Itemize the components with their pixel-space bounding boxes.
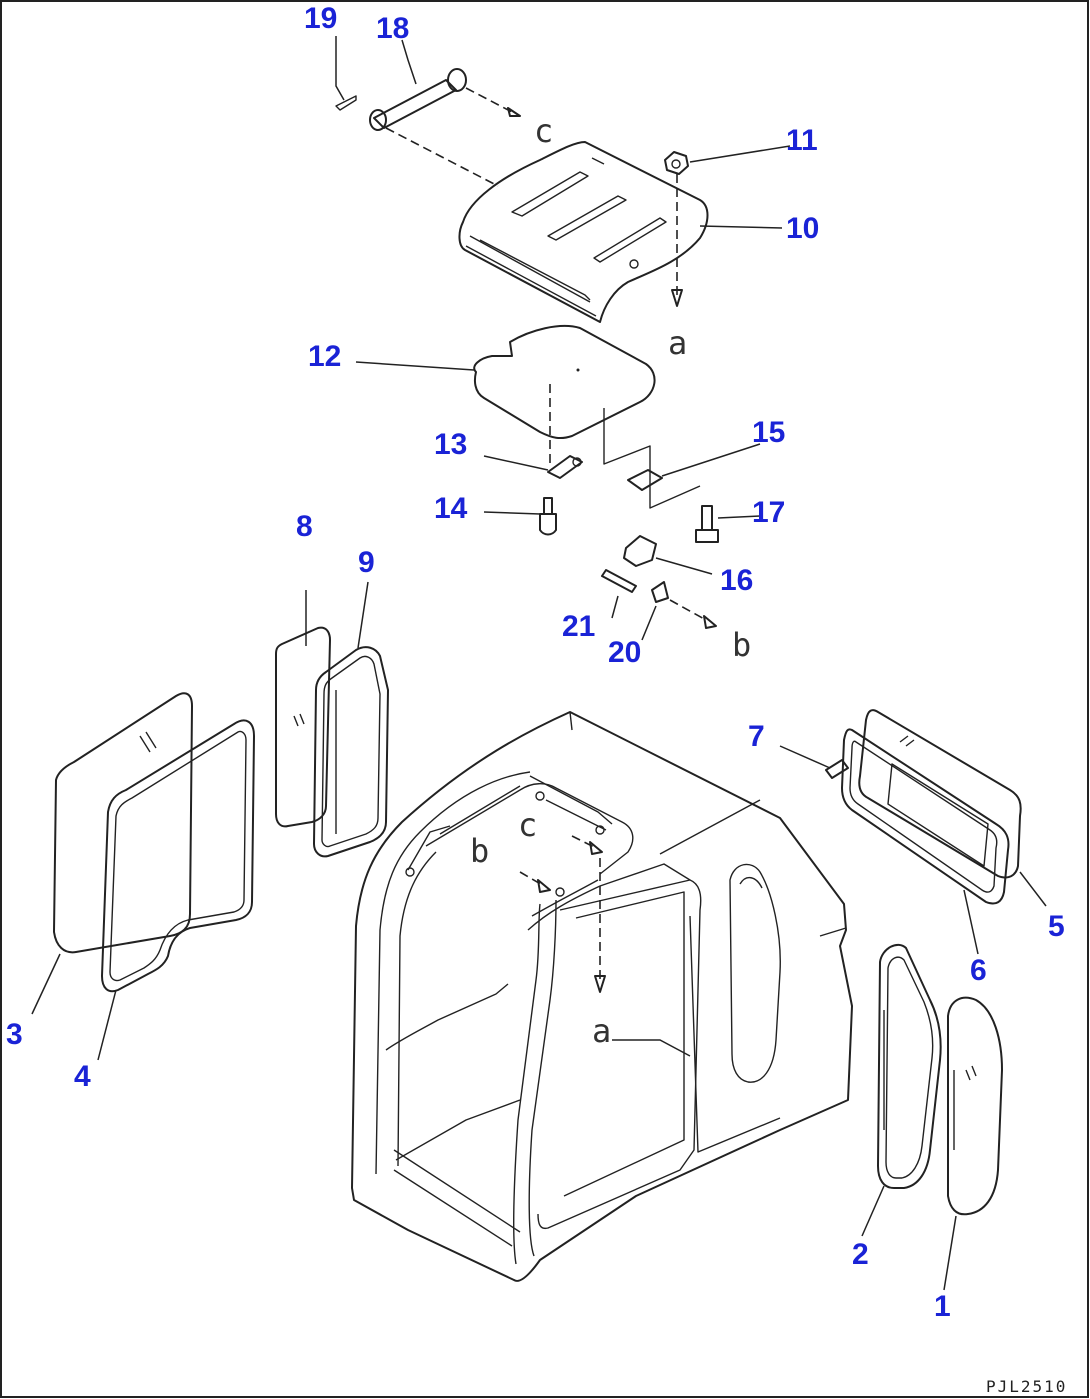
part-label-14: 14 (434, 492, 468, 525)
panel-12 (473, 324, 656, 440)
part-label-10: 10 (786, 212, 819, 245)
part-label-19: 19 (304, 2, 337, 35)
part-label-18: 18 (376, 12, 409, 45)
part-label-11: 11 (786, 124, 818, 157)
part-label-1: 1 (934, 1290, 951, 1323)
part-label-7: 7 (748, 720, 765, 753)
window-seal-2 (877, 943, 942, 1189)
ref-letter-c-cab: c (518, 806, 537, 844)
latch-13 (547, 455, 583, 479)
window-seal-9 (313, 646, 389, 858)
part-label-16: 16 (720, 564, 753, 597)
part-label-21: 21 (562, 610, 595, 643)
part-label-15: 15 (752, 416, 785, 449)
part-label-9: 9 (358, 546, 375, 579)
drawing-code: PJL2510 (986, 1377, 1067, 1396)
ref-letter-c-top: c (534, 112, 553, 150)
ref-letter-b-side: b (732, 626, 751, 664)
window-glass-1 (947, 996, 1003, 1216)
ref-letter-b-cab: b (470, 832, 489, 870)
part-label-4: 4 (74, 1060, 91, 1093)
part-label-3: 3 (6, 1018, 23, 1051)
clip-20 (651, 581, 669, 603)
part-label-17: 17 (752, 496, 785, 529)
nut-16 (623, 535, 657, 567)
ref-letter-a-cab: a (592, 1012, 611, 1050)
screw-14 (539, 497, 557, 536)
bolt-17 (695, 505, 719, 543)
part-label-8: 8 (296, 510, 313, 543)
window-glass-8 (275, 626, 331, 828)
part-label-5: 5 (1048, 910, 1065, 943)
pin-21 (601, 569, 637, 593)
part-label-2: 2 (852, 1238, 869, 1271)
part-label-20: 20 (608, 636, 641, 669)
part-label-6: 6 (970, 954, 987, 987)
part-label-13: 13 (434, 428, 467, 461)
ref-letter-a-top: a (668, 324, 687, 362)
window-seal-4 (101, 719, 255, 993)
screw-7 (825, 759, 849, 779)
window-seal-6 (841, 728, 1010, 905)
bracket-15 (627, 469, 663, 491)
window-glass-3 (53, 692, 193, 954)
nut-11 (664, 151, 689, 175)
window-glass-5 (858, 709, 1022, 879)
cab-body (351, 711, 853, 1282)
roof-cover (458, 141, 709, 323)
damper-rod (335, 68, 467, 131)
part-label-12: 12 (308, 340, 341, 373)
